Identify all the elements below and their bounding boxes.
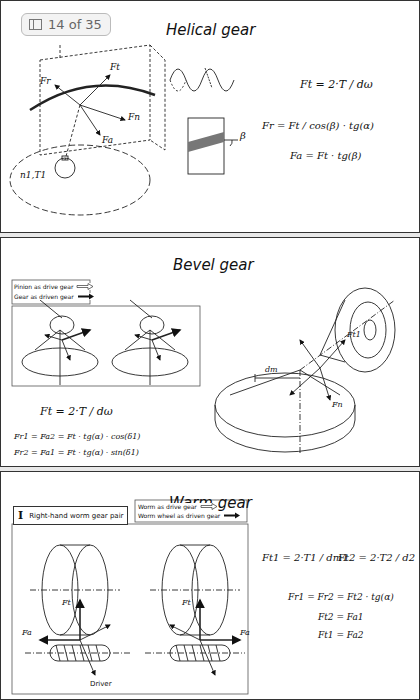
worm-pair-box: I Right-hand worm gear pair — [13, 506, 128, 525]
formula: Fa = Ft · tg(β) — [290, 150, 361, 161]
force-label: Fa — [102, 135, 113, 145]
force-label: Ft — [110, 62, 120, 72]
legend-text: Pinion as drive gear — [14, 283, 73, 290]
formula: Ft = 2·T / dω — [300, 78, 373, 91]
formula: Ft = 2·T / dω — [40, 405, 113, 418]
type-numeral: I — [18, 509, 23, 522]
legend-text: Worm as drive gear — [138, 503, 197, 510]
formula: Fr = Ft / cos(β) · tg(α) — [262, 120, 374, 131]
panel-title: Helical gear — [166, 21, 255, 39]
pair-caption: Right-hand worm gear pair — [29, 512, 123, 520]
page-counter: 14 of 35 — [48, 17, 102, 32]
force-label: Fa — [240, 628, 250, 637]
legend-row: Worm as drive gear — [138, 503, 218, 510]
formula: Fr1 = Fr2 = Ft2 · tg(α) — [288, 592, 394, 602]
force-label: Ft — [182, 598, 191, 607]
legend-arrow — [76, 283, 94, 290]
force-label: Ft1 — [347, 330, 361, 339]
legend-text: Gear as driven gear — [14, 293, 74, 300]
force-label: Fr — [40, 76, 51, 86]
page-badge: 14 of 35 — [21, 13, 111, 36]
legend-row: Gear as driven gear — [14, 293, 95, 300]
formula: Ft2 = 2·T2 / d2 — [338, 552, 415, 563]
formula: Fr2 = Fa1 = Ft · tg(α) · sin(δ1) — [14, 448, 139, 457]
page-icon — [29, 19, 42, 30]
formula: Ft2 = Fa1 — [318, 612, 364, 622]
formula: Fr1 = Fa2 = Ft · tg(α) · cos(δ1) — [14, 432, 140, 441]
formula: Ft1 = 2·T1 / dm1 — [262, 552, 349, 563]
legend-row: Worm wheel as driven gear — [138, 512, 241, 519]
dimension-label: dm — [265, 365, 278, 374]
force-label: Ft — [62, 598, 71, 607]
legend-text: Worm wheel as driven gear — [138, 512, 220, 519]
panel-title: Bevel gear — [173, 256, 254, 274]
force-label: Fn — [128, 112, 140, 122]
force-label: Fa — [22, 628, 32, 637]
torque-label: n1,T1 — [20, 170, 46, 180]
legend-arrow — [200, 503, 218, 510]
angle-label: β — [240, 130, 246, 141]
formula: Ft1 = Fa2 — [318, 630, 364, 640]
gear-panel: Helical gear 14 of 35 — [0, 0, 420, 233]
legend-arrow — [223, 512, 241, 519]
driver-label: Driver — [90, 680, 112, 688]
legend-arrow — [77, 293, 95, 300]
legend-row: Pinion as drive gear — [14, 283, 94, 290]
force-label: Fn — [332, 400, 343, 409]
